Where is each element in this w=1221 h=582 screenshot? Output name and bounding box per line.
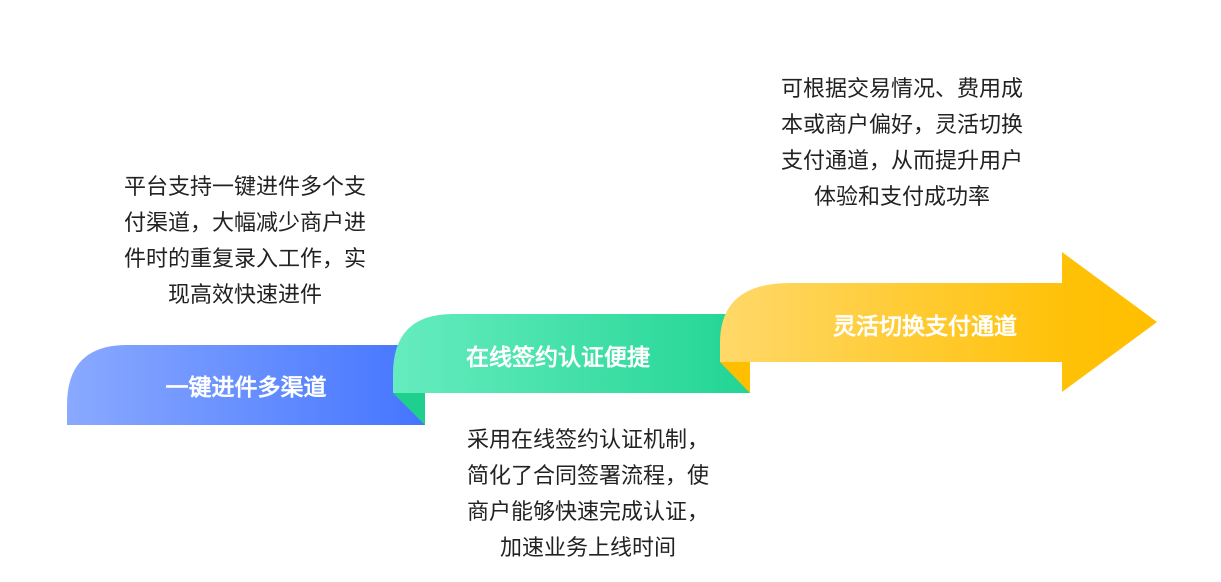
step-2-description: 采用在线签约认证机制， 简化了合同签署流程，使 商户能够快速完成认证， 加速业务… (438, 423, 738, 567)
desc-line: 平台支持一键进件多个支 (123, 175, 366, 200)
step-1-title: 一键进件多渠道 (165, 375, 327, 401)
desc-line: 加速业务上线时间 (499, 536, 676, 561)
step-3-arrow (720, 252, 1157, 392)
step-3-title: 灵活切换支付通道 (833, 314, 1017, 340)
desc-line: 现高效快速进件 (167, 283, 322, 308)
desc-line: 采用在线签约认证机制， (466, 428, 709, 453)
desc-line: 本或商户偏好，灵活切换 (780, 113, 1023, 138)
step-1-banner (67, 345, 425, 425)
desc-line: 支付通道，从而提升用户 (780, 149, 1023, 174)
desc-line: 体验和支付成功率 (813, 185, 990, 210)
desc-line: 可根据交易情况、费用成 (780, 77, 1023, 102)
step-3-fold (720, 362, 750, 393)
step-3-description: 可根据交易情况、费用成 本或商户偏好，灵活切换 支付通道，从而提升用户 体验和支… (752, 72, 1052, 216)
step-2-fold (393, 393, 425, 425)
desc-line: 件时的重复录入工作，实 (123, 247, 366, 272)
desc-line: 商户能够快速完成认证， (466, 500, 709, 525)
step-2-banner (393, 314, 750, 393)
step-1-description: 平台支持一键进件多个支 付渠道，大幅减少商户进 件时的重复录入工作，实 现高效快… (95, 170, 395, 314)
desc-line: 付渠道，大幅减少商户进 (123, 211, 366, 236)
step-2-title: 在线签约认证便捷 (466, 345, 650, 371)
desc-line: 简化了合同签署流程，使 (466, 464, 709, 489)
